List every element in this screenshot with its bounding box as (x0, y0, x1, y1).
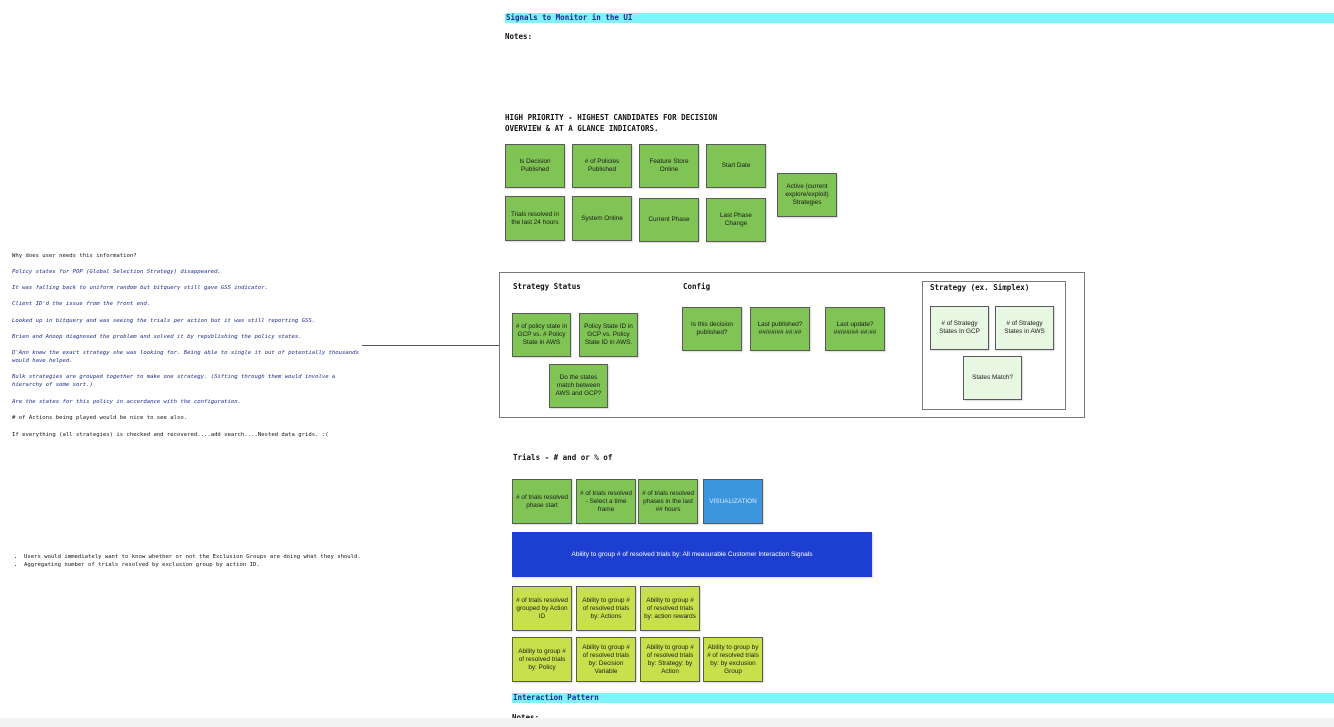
card-start-date[interactable]: Start Date (706, 144, 766, 188)
group-by-signals-banner[interactable]: Ability to group # of resolved trials by… (512, 532, 872, 577)
card-is-decision-published[interactable]: Is Decision Published (505, 144, 565, 188)
high-priority-heading: HIGH PRIORITY - HIGHEST CANDIDATES FOR D… (505, 112, 717, 134)
note-line: Client ID'd the issue from the front end… (12, 301, 151, 307)
bullet-item: Users would immediately want to know whe… (24, 553, 374, 561)
card-strategy-states-gcp[interactable]: # of Strategy States In GCP (930, 306, 989, 350)
trials-heading: Trials - # and or % of (513, 453, 613, 462)
note-question: Why does user needs this information? (12, 253, 137, 259)
card-states-match[interactable]: States Match? (963, 356, 1022, 400)
card-group-by-exclusion-group[interactable]: Ability to group by # of resolved trials… (703, 637, 763, 682)
card-decision-published[interactable]: Is this decision published? (682, 307, 742, 351)
card-group-by-strategy-action[interactable]: Ability to group # of resolved trials by… (640, 637, 700, 682)
card-trials-last-hours[interactable]: # of trials resolved phases in the last … (638, 479, 698, 524)
card-strategy-states-aws[interactable]: # of Strategy States in AWS (995, 306, 1054, 350)
card-current-phase[interactable]: Current Phase (639, 198, 699, 242)
card-grouped-by-action-id[interactable]: # of trials resolved grouped by Action I… (512, 586, 572, 631)
heading-line-1: HIGH PRIORITY - HIGHEST CANDIDATES FOR D… (505, 113, 718, 122)
card-trials-time-frame[interactable]: # of trials resolved - Select a time fra… (576, 479, 636, 524)
card-group-by-policy[interactable]: Ability to group # of resolved trials by… (512, 637, 572, 682)
note-line: Policy states for POP (Global Selection … (12, 269, 221, 275)
bullet-item: Aggregating number of trials resolved by… (24, 561, 374, 569)
card-states-match-aws-gcp[interactable]: Do the states match between AWS and GCP? (549, 364, 608, 408)
card-policy-state-id[interactable]: Policy State ID in GCP vs. Policy State … (579, 313, 638, 357)
note-line: Bulk strategies are grouped together to … (12, 374, 336, 388)
card-policy-state-count[interactable]: # of policy state in GCP vs. # Policy St… (512, 313, 571, 357)
bottom-notes-label: Notes: (512, 713, 539, 722)
strategy-simplex-title: Strategy (ex. Simplex) (930, 283, 1030, 292)
note-line: D'Ann knew the exact strategy she was lo… (12, 350, 359, 364)
card-last-phase-change[interactable]: Last Phase Change (706, 198, 766, 242)
signals-banner: Signals to Monitor in the UI (505, 13, 1334, 23)
strategy-frame (499, 272, 1085, 418)
card-trials-phase-start[interactable]: # of trials resolved phase start (512, 479, 572, 524)
heading-line-2: OVERVIEW & AT A GLANCE INDICATORS. (505, 124, 659, 133)
canvas-bottom-edge (0, 718, 1334, 727)
interaction-pattern-banner: Interaction Pattern (512, 693, 1334, 703)
config-title: Config (683, 282, 711, 291)
note-line: Brien and Anoop diagnosed the problem an… (12, 334, 302, 340)
card-last-published[interactable]: Last published? ##/##/## ##:## (750, 307, 810, 351)
strategy-status-title: Strategy Status (513, 282, 581, 291)
strategy-simplex-frame (922, 281, 1066, 410)
card-feature-store-online[interactable]: Feature Store Online (639, 144, 699, 188)
card-active-strategies[interactable]: Active (current explore/exploit) Strateg… (777, 173, 837, 217)
visualization-card[interactable]: VISUALIZATION (703, 479, 763, 524)
note-plain: # of Actions being played would be nice … (12, 415, 188, 421)
note-line: Looked up in bitquery and was seeing the… (12, 318, 316, 324)
exclusion-bullets: Users would immediately want to know whe… (12, 553, 374, 569)
note-line: It was falling back to uniform random bu… (12, 285, 268, 291)
card-group-by-action-rewards[interactable]: Ability to group # of resolved trials by… (640, 586, 700, 631)
note-plain: If everything (all strategies) is checke… (12, 432, 329, 438)
card-group-by-decision-variable[interactable]: Ability to group # of resolved trials by… (576, 637, 636, 682)
card-system-online[interactable]: System Online (572, 196, 632, 241)
notes-label: Notes: (505, 32, 533, 41)
card-group-by-actions[interactable]: Ability to group # of resolved trials by… (576, 586, 636, 631)
connector-line (362, 345, 499, 346)
card-trials-resolved-24h[interactable]: Trials resolved in the last 24 hours (505, 196, 565, 241)
note-line: Are the states for this policy in accord… (12, 399, 242, 405)
card-policies-published[interactable]: # of Policies Published (572, 144, 632, 188)
card-last-update[interactable]: Last update? ##/##/## ##:## (825, 307, 885, 351)
